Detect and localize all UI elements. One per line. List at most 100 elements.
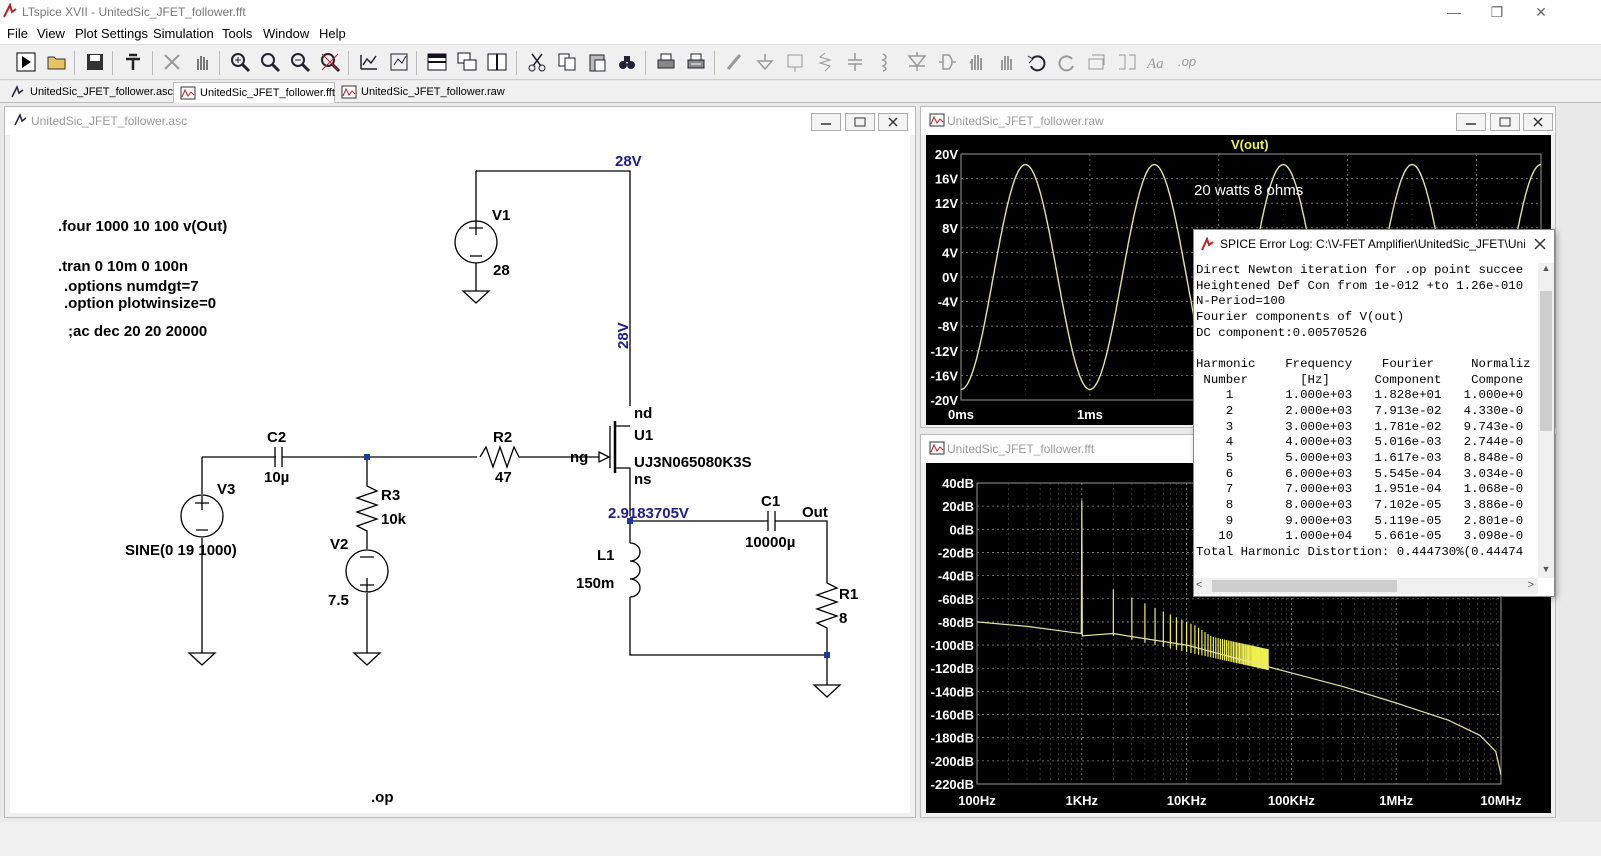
error-log-text[interactable]: Direct Newton iteration for .op point su… (1196, 263, 1531, 559)
drag-icon[interactable] (994, 49, 1020, 75)
menu-help[interactable]: Help (319, 26, 346, 41)
tab-schematic[interactable]: UnitedSic_JFET_follower.asc (4, 82, 174, 103)
r3-label[interactable]: R3 (381, 487, 400, 504)
fft-trace[interactable] (976, 500, 1502, 775)
component-icon[interactable] (934, 49, 960, 75)
zoom-fit-icon[interactable] (317, 49, 343, 75)
r1-value[interactable]: 8 (839, 610, 847, 627)
copy-icon[interactable] (554, 49, 580, 75)
r1-label[interactable]: R1 (839, 586, 858, 603)
x-tick-label: 100KHz (1268, 793, 1315, 808)
horizontal-scrollbar[interactable]: < > (1194, 578, 1538, 594)
tile-horizontal-icon[interactable] (424, 49, 450, 75)
c1-label[interactable]: C1 (761, 493, 780, 510)
net-out-label[interactable]: Out (802, 504, 828, 521)
text-icon[interactable]: Aa (1145, 49, 1171, 75)
print-icon[interactable] (653, 49, 679, 75)
four-directive[interactable]: .four 1000 10 100 v(Out) (58, 218, 227, 235)
save-icon[interactable] (82, 49, 108, 75)
minimize-button[interactable] (1456, 113, 1486, 131)
net-ng-label[interactable]: ng (570, 449, 588, 466)
inductor-icon[interactable] (872, 49, 898, 75)
ground-icon[interactable] (752, 49, 778, 75)
tab-raw[interactable]: UnitedSic_JFET_follower.raw (335, 82, 505, 103)
restore-button[interactable] (1490, 113, 1520, 131)
zoom-in-icon[interactable] (257, 49, 283, 75)
tab-label: UnitedSic_JFET_follower.asc (30, 86, 174, 98)
c2-value[interactable]: 10µ (264, 469, 289, 486)
find-icon[interactable] (614, 49, 640, 75)
autorange-icon[interactable] (159, 49, 185, 75)
zoom-area-icon[interactable] (227, 49, 253, 75)
v1-label[interactable]: V1 (492, 207, 510, 224)
op-directive[interactable]: .op (371, 789, 394, 806)
run-icon[interactable] (13, 49, 39, 75)
y-tick-label: -60dB (938, 592, 974, 607)
y-tick-label: 4V (942, 245, 958, 260)
u1-value[interactable]: UJ3N065080K3S (634, 454, 752, 471)
rotate-icon[interactable] (1084, 49, 1110, 75)
pan-icon[interactable] (189, 49, 215, 75)
close-button[interactable] (1523, 113, 1553, 131)
mirror-icon[interactable] (1114, 49, 1140, 75)
options-directive[interactable]: .options numdgt=7 (64, 278, 199, 295)
zoom-out-icon[interactable] (287, 49, 313, 75)
cascade-icon[interactable] (454, 49, 480, 75)
plot-grid-icon[interactable] (356, 49, 382, 75)
v2-value[interactable]: 7.5 (328, 592, 349, 609)
l1-value[interactable]: 150m (576, 575, 614, 592)
tran-directive[interactable]: .tran 0 10m 0 100n (58, 258, 188, 275)
minimize-button[interactable]: — (1447, 4, 1461, 20)
r2-label[interactable]: R2 (493, 429, 512, 446)
v1-value[interactable]: 28 (493, 262, 510, 279)
move-icon[interactable] (964, 49, 990, 75)
control-panel-icon[interactable] (120, 49, 146, 75)
l1-label[interactable]: L1 (597, 547, 615, 564)
minimize-button[interactable] (811, 113, 841, 131)
label-net-icon[interactable] (782, 49, 808, 75)
tab-fft[interactable]: UnitedSic_JFET_follower.fft (173, 82, 335, 103)
u1-label[interactable]: U1 (634, 427, 653, 444)
trace-label[interactable]: V(out) (1231, 137, 1269, 152)
r2-value[interactable]: 47 (495, 469, 512, 486)
menu-tools[interactable]: Tools (222, 26, 253, 41)
plot-annotation[interactable]: 20 watts 8 ohms (1194, 182, 1303, 199)
paste-icon[interactable] (584, 49, 610, 75)
print-preview-icon[interactable] (683, 49, 709, 75)
schematic-canvas[interactable]: .four 1000 10 100 v(Out) .tran 0 10m 0 1… (10, 135, 910, 813)
menu-file[interactable]: File (7, 26, 28, 41)
net-ns-label[interactable]: ns (634, 471, 652, 488)
menu-view[interactable]: View (37, 26, 65, 41)
close-icon[interactable] (1534, 238, 1546, 250)
plot-settings-icon[interactable] (386, 49, 412, 75)
resistor-icon[interactable] (812, 49, 838, 75)
wire-icon[interactable] (722, 49, 748, 75)
menu-simulation[interactable]: Simulation (153, 26, 214, 41)
open-icon[interactable] (44, 49, 70, 75)
net-nd-label[interactable]: nd (634, 405, 652, 422)
restore-button[interactable]: ❐ (1490, 4, 1504, 20)
v2-label[interactable]: V2 (330, 536, 348, 553)
c1-value[interactable]: 10000µ (745, 534, 795, 551)
r3-value[interactable]: 10k (381, 511, 407, 528)
vertical-scrollbar[interactable]: ▲ ▼ (1538, 263, 1554, 578)
tile-vertical-icon[interactable] (484, 49, 510, 75)
v3-value[interactable]: SINE(0 19 1000) (125, 542, 237, 559)
plotwinsize-directive[interactable]: .option plotwinsize=0 (64, 295, 216, 312)
menu-window[interactable]: Window (263, 26, 310, 41)
ac-directive[interactable]: ;ac dec 20 20 20000 (68, 323, 207, 340)
undo-icon[interactable] (1024, 49, 1050, 75)
svg-text:Aa: Aa (1146, 56, 1164, 72)
close-button[interactable]: ✕ (1535, 4, 1547, 20)
v3-label[interactable]: V3 (217, 481, 235, 498)
diode-icon[interactable] (904, 49, 930, 75)
spice-directive-icon[interactable]: .op (1176, 49, 1202, 75)
restore-button[interactable] (845, 113, 875, 131)
close-button[interactable] (878, 113, 908, 131)
cut-icon[interactable] (524, 49, 550, 75)
waveform-icon (341, 85, 357, 99)
capacitor-icon[interactable] (842, 49, 868, 75)
c2-label[interactable]: C2 (267, 429, 286, 446)
menu-plot-settings[interactable]: Plot Settings (75, 26, 148, 41)
redo-icon[interactable] (1054, 49, 1080, 75)
